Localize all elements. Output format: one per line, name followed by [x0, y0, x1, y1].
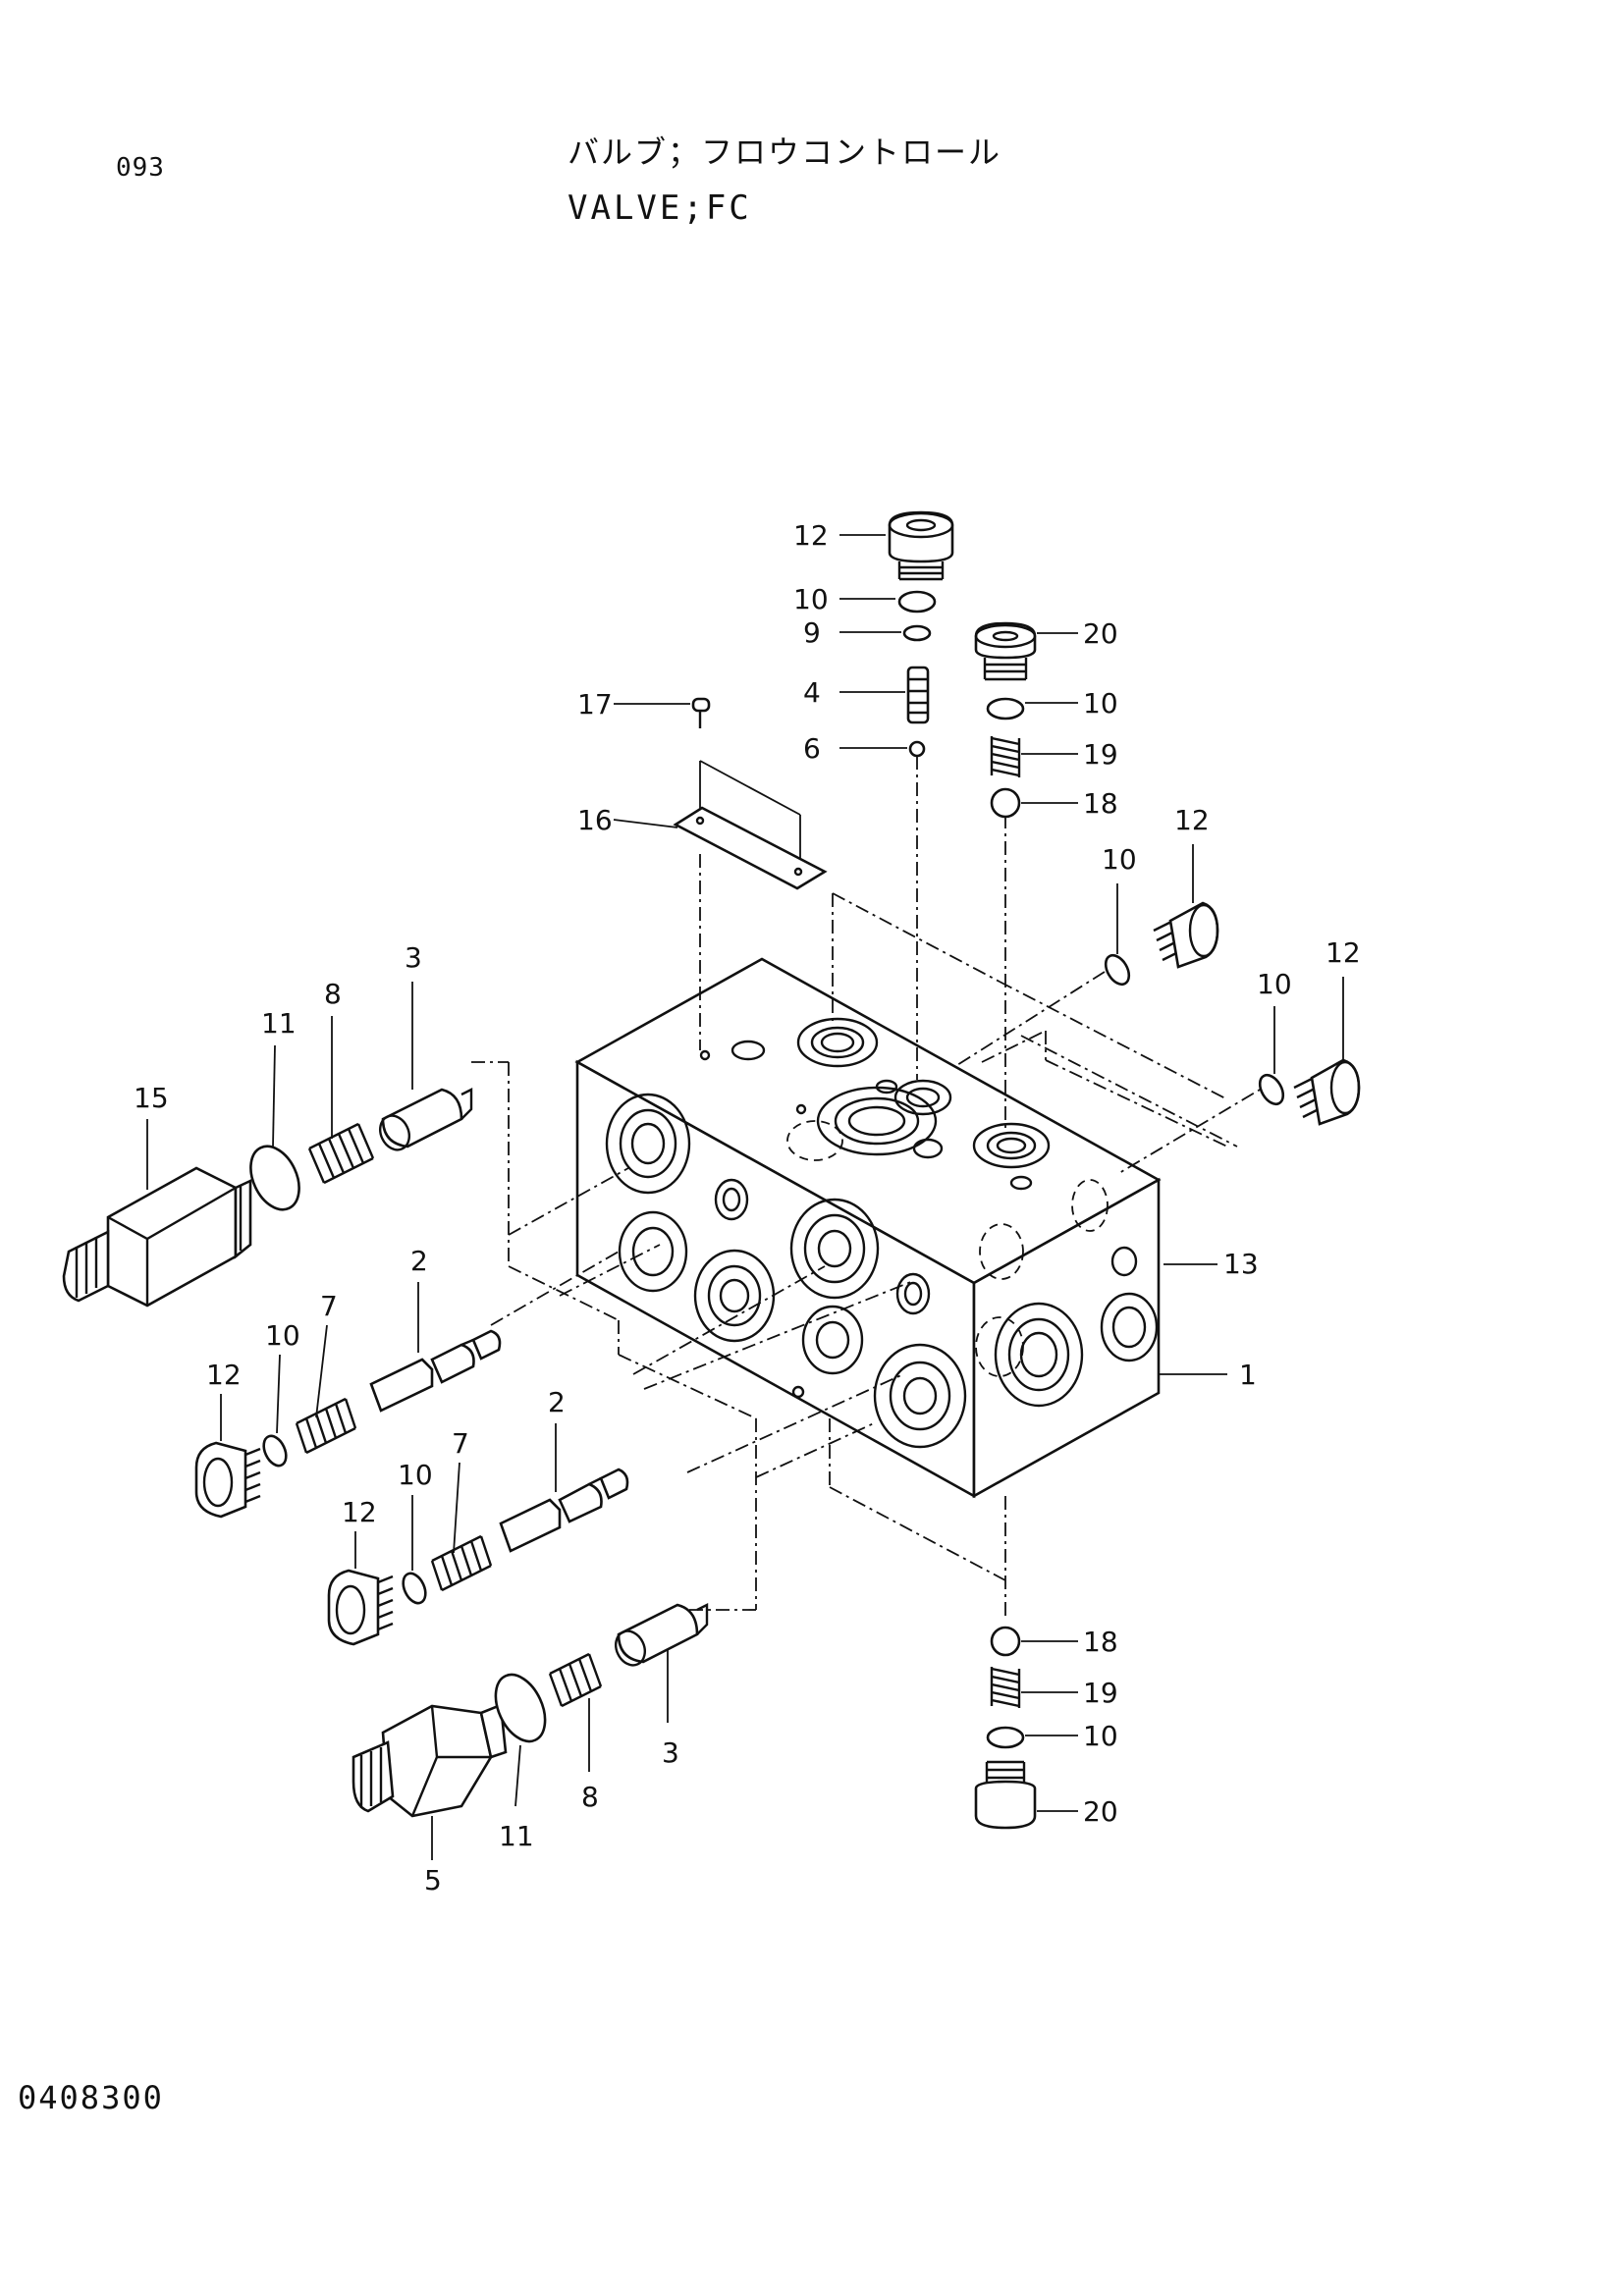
callout-3-bot: 3	[662, 1736, 679, 1769]
ring-9	[902, 624, 932, 642]
plug-12-top	[888, 510, 954, 581]
callout-19-top: 19	[1083, 738, 1118, 771]
callout-11-top: 11	[261, 1007, 297, 1040]
callout-10-l2: 10	[398, 1459, 433, 1491]
o-ring-10-r2	[1104, 953, 1131, 987]
center-lines	[471, 756, 1277, 1620]
callout-2-b: 2	[548, 1386, 566, 1418]
ball-18-top	[990, 787, 1021, 819]
callout-1: 1	[1239, 1359, 1257, 1391]
drawing-number: 0408300	[18, 2079, 164, 2116]
spring-7-b	[430, 1534, 493, 1592]
callout-18-bot: 18	[1083, 1626, 1118, 1658]
o-ring-10-bot	[986, 1726, 1025, 1749]
ball-18-bot	[990, 1626, 1021, 1657]
ball-6	[908, 740, 926, 758]
callout-12-top: 12	[793, 519, 829, 552]
callout-19-bot: 19	[1083, 1677, 1118, 1709]
callout-10-r1: 10	[1083, 687, 1118, 720]
plug-12-r1	[1153, 901, 1219, 969]
callout-13: 13	[1223, 1248, 1259, 1280]
callout-12-l1: 12	[206, 1359, 242, 1391]
callout-12-l2: 12	[342, 1496, 377, 1528]
callout-20-top: 20	[1083, 617, 1118, 650]
spool-2-a	[369, 1329, 502, 1413]
callout-12-r2: 12	[1325, 936, 1361, 969]
callout-12-r1: 12	[1174, 804, 1210, 836]
callout-20-bot: 20	[1083, 1795, 1118, 1828]
callout-18-top: 18	[1083, 787, 1118, 820]
title-english: VALVE;FC	[568, 188, 752, 228]
callout-labels: 12 10 9 4 6 17 16 20 10 19 18 12 10 12 1…	[134, 519, 1361, 1896]
callout-9: 9	[803, 616, 821, 649]
callout-15: 15	[134, 1082, 169, 1114]
callout-7-b: 7	[452, 1427, 469, 1460]
callout-16: 16	[577, 804, 613, 836]
callout-3-top: 3	[405, 941, 422, 974]
nameplate-16	[673, 806, 828, 890]
leader-lines	[146, 534, 1344, 1860]
page-number: 093	[116, 153, 165, 183]
spring-19-bot	[990, 1667, 1021, 1708]
o-ring-10-top	[897, 590, 937, 614]
callout-5: 5	[424, 1864, 442, 1896]
callout-7-a: 7	[320, 1290, 338, 1322]
title-japanese: バルブ；フロウコントロール	[568, 133, 1002, 171]
spool-2-b	[499, 1468, 629, 1553]
o-ring-10-l1	[262, 1434, 288, 1468]
callout-8-bot: 8	[581, 1781, 599, 1813]
plug-4	[906, 666, 930, 724]
spring-7-a	[295, 1397, 357, 1455]
callout-11-bot: 11	[499, 1820, 534, 1852]
callout-10-r2: 10	[1102, 843, 1137, 876]
o-ring-10-l2	[402, 1572, 427, 1605]
plug-12-r2	[1293, 1058, 1361, 1126]
relief-valve-5	[352, 1703, 508, 1818]
o-ring-10-r1	[986, 697, 1025, 721]
piston-3-bot	[615, 1603, 709, 1667]
valve-body	[574, 957, 1162, 1499]
callout-6: 6	[803, 732, 821, 765]
plug-20-top	[974, 621, 1037, 681]
callout-8-top: 8	[324, 978, 342, 1010]
callout-10-bot: 10	[1083, 1720, 1118, 1752]
spring-8-top	[307, 1122, 375, 1185]
spring-8-bot	[548, 1652, 603, 1708]
relief-valve-15	[62, 1166, 252, 1308]
spring-19-top	[990, 736, 1021, 777]
plug-12-l2	[327, 1569, 394, 1646]
piston-3-top	[379, 1088, 473, 1151]
plug-20-bot	[974, 1760, 1037, 1830]
callout-4: 4	[803, 676, 821, 709]
callout-10-l1: 10	[265, 1319, 300, 1352]
o-ring-11-top	[249, 1145, 300, 1211]
rivet-17	[691, 697, 711, 728]
o-ring-10-r3	[1258, 1073, 1285, 1106]
callout-2-a: 2	[410, 1245, 428, 1277]
callout-10-r3: 10	[1257, 968, 1292, 1000]
plug-12-l1	[194, 1441, 261, 1519]
o-ring-11-bot	[494, 1673, 547, 1743]
callout-10-top: 10	[793, 583, 829, 615]
callout-17: 17	[577, 688, 613, 721]
